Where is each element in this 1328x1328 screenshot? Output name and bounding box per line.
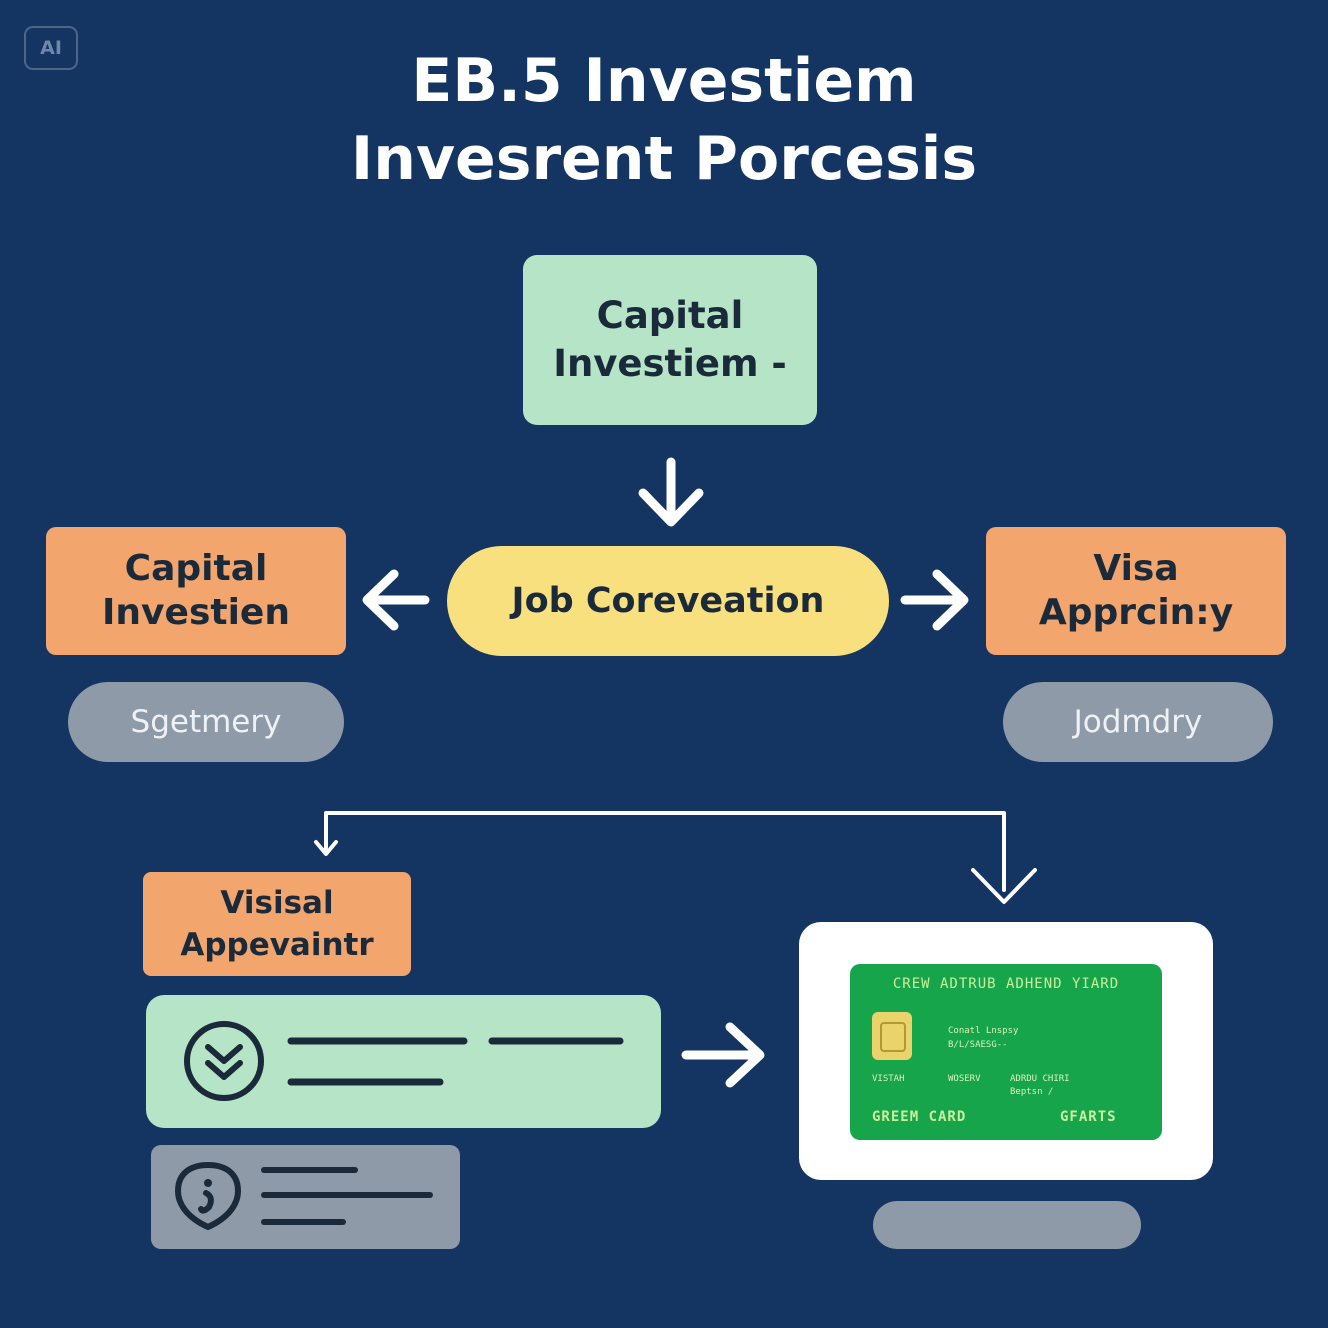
placeholder-text-lines xyxy=(261,1167,433,1225)
pill-left-label: Sgetmery xyxy=(130,704,282,740)
arrow-down-top xyxy=(638,457,704,527)
node-top-line-2: Investiem - xyxy=(553,342,787,385)
location-pin-icon xyxy=(174,1161,242,1231)
capital-investment-node-top: Capital Investiem - xyxy=(523,255,817,425)
summary-pill-left: Sgetmery xyxy=(68,682,344,762)
placeholder-text-lines xyxy=(287,1037,624,1086)
visa-approval-node: Visisal Appevaintr xyxy=(143,872,411,976)
card-field-3: ADRDU CHIRI xyxy=(1010,1074,1070,1084)
card-field-2: WOSERV xyxy=(948,1074,981,1084)
pill-right-label: Jodmdry xyxy=(1073,704,1203,740)
summary-pill-right: Jodmdry xyxy=(1003,682,1273,762)
node-right-line-1: Visa xyxy=(1093,548,1179,589)
node-bottom-line-2: Appevaintr xyxy=(180,927,374,963)
card-label-right: GFARTS xyxy=(1060,1109,1117,1125)
card-field-3b: Beptsn / xyxy=(1010,1087,1054,1097)
location-status-row xyxy=(151,1145,460,1249)
job-creation-node: Job Coreveation xyxy=(447,546,889,656)
approval-row-graphics xyxy=(184,1021,624,1101)
monitor-stand xyxy=(873,1201,1141,1249)
title-line-2: Invesrent Porcesis xyxy=(350,124,978,194)
node-left-line-1: Capital xyxy=(124,548,268,589)
node-top-line-1: Capital xyxy=(596,294,744,337)
arrow-left xyxy=(362,569,430,631)
double-chevron-down-icon xyxy=(184,1021,264,1101)
bracket-connector xyxy=(314,811,1037,904)
node-center-label: Job Coreveation xyxy=(511,581,825,621)
card-header: CREW ADTRUB ADHEND YIARD xyxy=(892,976,1120,992)
title-line-1: EB.5 Investiem xyxy=(411,46,917,116)
card-info-1: Conatl Lnspsy xyxy=(948,1026,1019,1036)
card-field-1: VISTAH xyxy=(872,1074,905,1084)
card-label-left: GREEM CARD xyxy=(872,1109,967,1125)
arrow-right-bottom xyxy=(681,1022,765,1088)
location-row-graphics xyxy=(174,1161,433,1231)
approval-status-row xyxy=(146,995,661,1128)
ai-badge: AI xyxy=(24,26,78,70)
card-chip-icon xyxy=(872,1012,912,1060)
node-bottom-line-1: Visisal xyxy=(220,885,334,921)
page-title: EB.5 Investiem Invesrent Porcesis xyxy=(0,42,1328,198)
card-info-2: B/L/SAESG-- xyxy=(948,1040,1008,1050)
arrow-right xyxy=(900,569,969,631)
capital-investment-node-left: Capital Investien xyxy=(46,527,346,655)
node-left-line-2: Investien xyxy=(102,592,290,633)
node-right-line-2: Apprcin:y xyxy=(1038,592,1234,633)
visa-node: Visa Apprcin:y xyxy=(986,527,1286,655)
green-card: CREW ADTRUB ADHEND YIARD Conatl Lnspsy B… xyxy=(850,964,1162,1140)
